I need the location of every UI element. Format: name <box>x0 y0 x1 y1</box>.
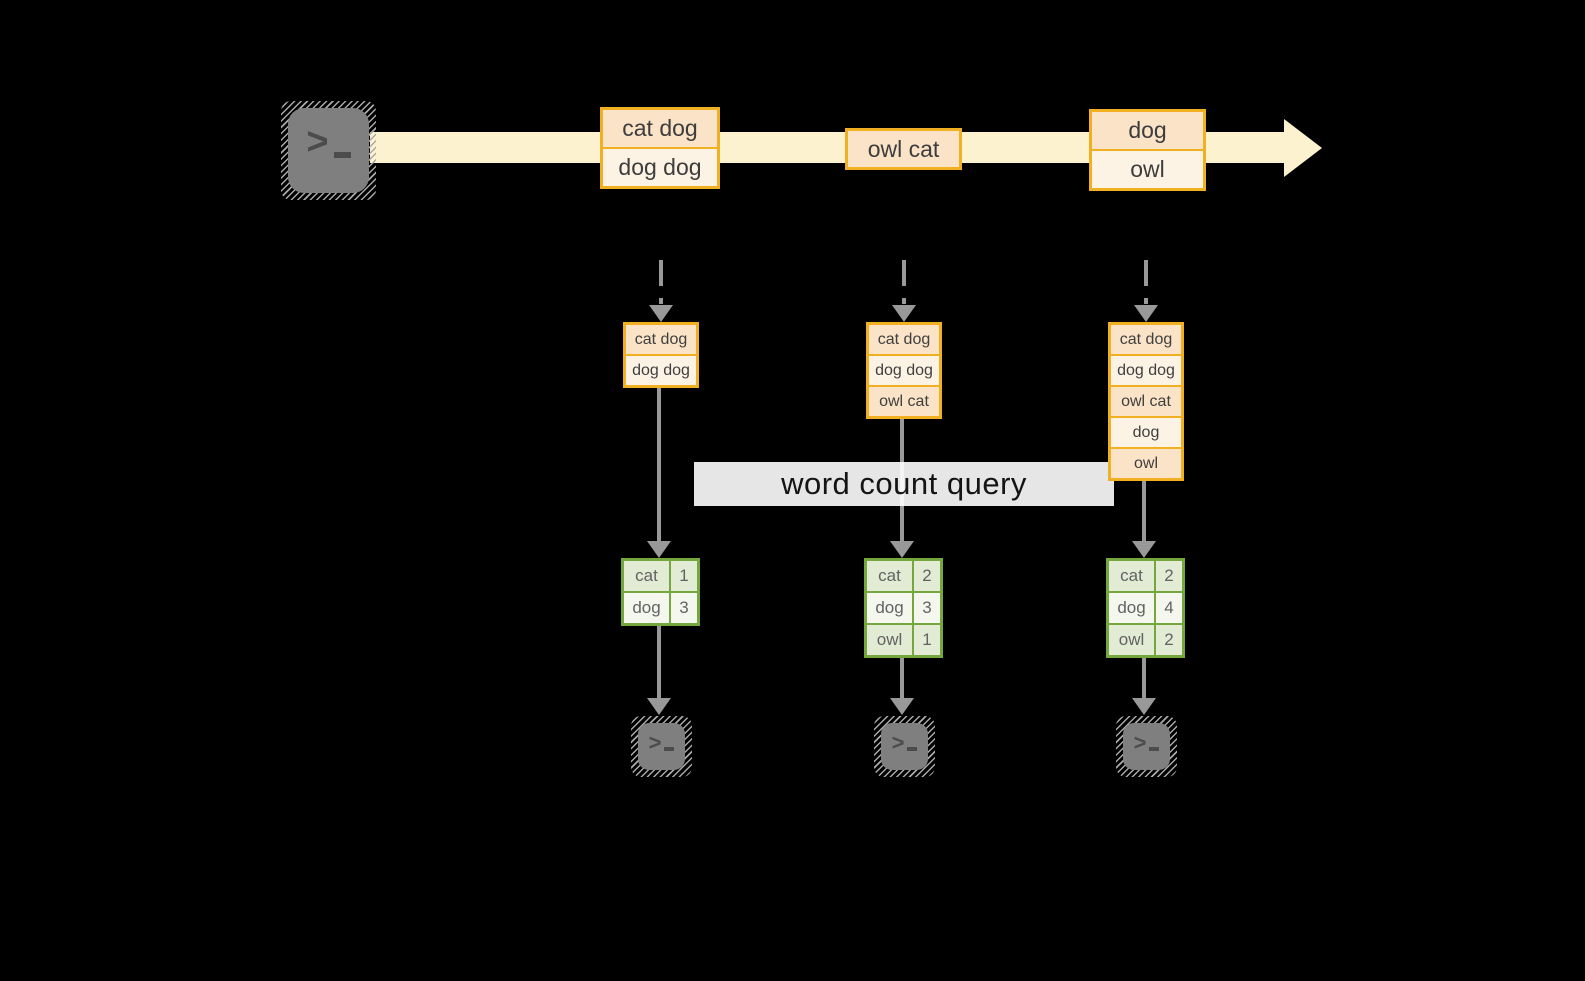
stack-row: owl cat <box>1111 387 1181 416</box>
stream-event-box-2: owl cat <box>845 128 962 170</box>
cursor-underscore-icon <box>664 747 675 751</box>
word-cell: dog <box>1109 593 1154 623</box>
word-count-table-1: cat 1 dog 3 <box>621 558 700 626</box>
terminal-screen: > <box>1123 723 1170 770</box>
stack-row: dog dog <box>1111 356 1181 385</box>
terminal-source-icon: > <box>281 101 376 200</box>
word-cell: owl <box>867 625 912 655</box>
terminal-screen: > <box>288 108 369 193</box>
count-cell: 1 <box>914 625 940 655</box>
result-arrow-line <box>657 626 661 699</box>
terminal-output-icon: > <box>631 716 692 777</box>
arrowhead-down-icon <box>1132 541 1156 558</box>
count-cell: 1 <box>671 561 697 591</box>
event-line: cat dog <box>603 110 717 147</box>
word-count-table-3: cat 2 dog 4 owl 2 <box>1106 558 1185 658</box>
count-cell: 2 <box>914 561 940 591</box>
delivery-dashed-arrow <box>902 260 906 304</box>
stack-row: dog <box>1111 418 1181 447</box>
table-row: owl 1 <box>867 625 940 655</box>
count-cell: 2 <box>1156 561 1182 591</box>
arrowhead-down-icon <box>1134 305 1158 322</box>
arrowhead-down-icon <box>890 698 914 715</box>
arrowhead-down-icon <box>892 305 916 322</box>
arrowhead-down-icon <box>649 305 673 322</box>
arrowhead-down-icon <box>647 698 671 715</box>
result-arrow-line <box>900 658 904 699</box>
query-banner: word count query <box>694 462 1114 506</box>
stack-row: owl <box>1111 449 1181 478</box>
stream-event-box-1: cat dog dog dog <box>600 107 720 189</box>
word-cell: cat <box>624 561 669 591</box>
stack-row: dog dog <box>626 356 696 385</box>
terminal-screen: > <box>638 723 685 770</box>
table-row: dog 3 <box>867 593 940 623</box>
query-arrow-line <box>657 386 661 542</box>
event-line: dog dog <box>603 149 717 186</box>
input-batch-stack-2: cat dog dog dog owl cat <box>866 322 942 419</box>
word-cell: cat <box>867 561 912 591</box>
count-cell: 4 <box>1156 593 1182 623</box>
stack-row: cat dog <box>626 325 696 354</box>
terminal-output-icon: > <box>874 716 935 777</box>
terminal-screen: > <box>881 723 928 770</box>
arrowhead-down-icon <box>890 541 914 558</box>
terminal-output-icon: > <box>1116 716 1177 777</box>
table-row: cat 2 <box>1109 561 1182 591</box>
count-cell: 3 <box>914 593 940 623</box>
query-arrow-line <box>1142 481 1146 542</box>
query-banner-label: word count query <box>781 466 1027 501</box>
word-cell: dog <box>624 593 669 623</box>
prompt-chevron-icon: > <box>306 121 329 163</box>
stream-arrowhead-icon <box>1284 119 1322 177</box>
prompt-chevron-icon: > <box>648 729 662 755</box>
prompt-chevron-icon: > <box>891 729 905 755</box>
event-line: owl <box>1092 151 1203 188</box>
stream-event-box-3: dog owl <box>1089 109 1206 191</box>
cursor-underscore-icon <box>333 151 351 158</box>
table-row: cat 1 <box>624 561 697 591</box>
count-cell: 3 <box>671 593 697 623</box>
cursor-underscore-icon <box>1149 747 1160 751</box>
prompt-chevron-icon: > <box>1133 729 1147 755</box>
word-cell: cat <box>1109 561 1154 591</box>
word-count-table-2: cat 2 dog 3 owl 1 <box>864 558 943 658</box>
delivery-dashed-arrow <box>1144 260 1148 304</box>
input-batch-stack-3: cat dog dog dog owl cat dog owl <box>1108 322 1184 481</box>
word-cell: dog <box>867 593 912 623</box>
result-arrow-line <box>1142 658 1146 699</box>
arrowhead-down-icon <box>1132 698 1156 715</box>
table-row: dog 4 <box>1109 593 1182 623</box>
word-cell: owl <box>1109 625 1154 655</box>
input-batch-stack-1: cat dog dog dog <box>623 322 699 388</box>
stack-row: cat dog <box>869 325 939 354</box>
stack-row: dog dog <box>869 356 939 385</box>
table-row: owl 2 <box>1109 625 1182 655</box>
table-row: cat 2 <box>867 561 940 591</box>
event-line: dog <box>1092 112 1203 149</box>
count-cell: 2 <box>1156 625 1182 655</box>
table-row: dog 3 <box>624 593 697 623</box>
event-line: owl cat <box>848 131 959 167</box>
stack-row: owl cat <box>869 387 939 416</box>
arrowhead-down-icon <box>647 541 671 558</box>
cursor-underscore-icon <box>907 747 918 751</box>
delivery-dashed-arrow <box>659 260 663 304</box>
stack-row: cat dog <box>1111 325 1181 354</box>
